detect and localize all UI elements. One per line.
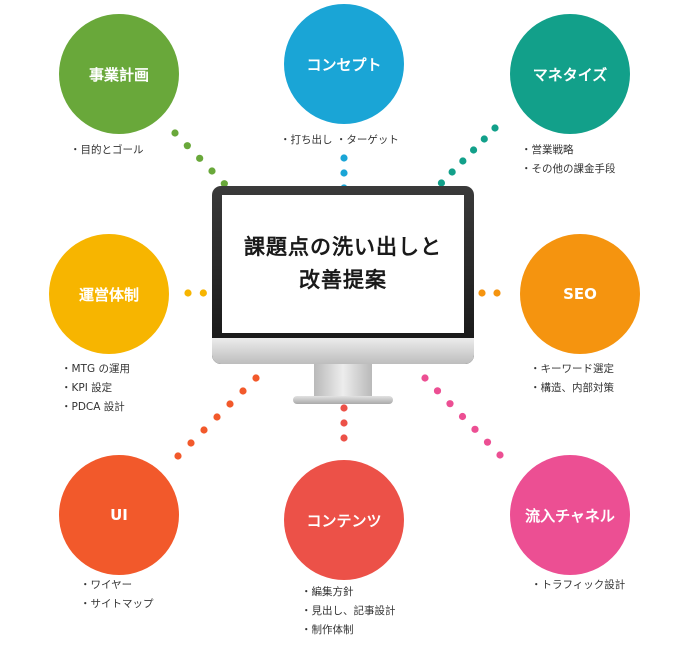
operations-note: KPI 設定 xyxy=(61,379,130,398)
node-business-plan-label: 事業計画 xyxy=(88,65,149,84)
inflow-channel-note: トラフィック設計 xyxy=(531,576,626,595)
connector-dot-monetize xyxy=(480,135,488,143)
connector-dot-ui xyxy=(252,374,260,382)
connector-dot-monetize xyxy=(469,146,478,154)
connector-dot-concept xyxy=(340,169,348,177)
connector-dot-business-plan xyxy=(220,180,228,188)
contents-notes: 編集方針 見出し、記事設計 制作体制 xyxy=(301,583,396,640)
node-business-plan: 事業計画 xyxy=(59,14,179,134)
node-monetize: マネタイズ xyxy=(510,14,630,134)
screen-title-line-1: 課題点の洗い出しと xyxy=(244,235,442,259)
connector-dot-inflow xyxy=(446,400,454,408)
node-seo: SEO xyxy=(520,234,640,354)
seo-notes: キーワード選定 構造、内部対策 xyxy=(530,360,615,398)
connector-dot-business-plan xyxy=(171,129,179,137)
connector-dot-ui xyxy=(174,452,182,460)
connector-dot-seo xyxy=(493,289,501,297)
connector-dot-business-plan xyxy=(208,167,216,175)
node-seo-label: SEO xyxy=(563,285,597,303)
connector-dot-monetize xyxy=(448,168,456,176)
ui-note: ワイヤー xyxy=(80,576,154,595)
monitor-screen: 課題点の洗い出しと 改善提案 xyxy=(222,195,464,333)
connector-dot-concept xyxy=(340,154,348,162)
node-inflow-channel-label: 流入チャネル xyxy=(525,506,615,525)
connector-dot-inflow xyxy=(471,425,479,433)
connector-dot-business-plan xyxy=(196,154,204,162)
ui-notes: ワイヤー サイトマップ xyxy=(80,576,154,614)
connector-dot-ui xyxy=(226,400,234,408)
concept-note: 打ち出し ・ターゲット xyxy=(280,131,399,150)
connector-dot-contents xyxy=(340,404,348,412)
connector-dot-monetize xyxy=(437,179,446,187)
connector-dot-monetize xyxy=(459,157,467,165)
connector-dot-operations xyxy=(199,289,207,297)
monetize-notes: 営業戦略 その他の課金手段 xyxy=(521,141,616,179)
seo-note: キーワード選定 xyxy=(530,360,615,379)
operations-note: PDCA 設計 xyxy=(61,398,130,417)
monetize-note: 営業戦略 xyxy=(521,141,616,160)
node-concept-label: コンセプト xyxy=(306,55,382,74)
connector-dot-business-plan xyxy=(183,142,191,150)
node-operations: 運営体制 xyxy=(49,234,169,354)
connector-dot-ui xyxy=(213,413,221,421)
business-plan-note: 目的とゴール xyxy=(70,141,144,160)
ui-note: サイトマップ xyxy=(80,595,154,614)
operations-notes: MTG の運用 KPI 設定 PDCA 設計 xyxy=(61,360,130,417)
connector-dot-contents xyxy=(340,419,348,427)
inflow-channel-notes: トラフィック設計 xyxy=(531,576,626,595)
contents-note: 編集方針 xyxy=(301,583,396,602)
concept-notes: 打ち出し ・ターゲット xyxy=(280,131,399,150)
connector-dot-contents xyxy=(340,434,348,442)
node-concept: コンセプト xyxy=(284,4,404,124)
seo-note: 構造、内部対策 xyxy=(530,379,615,398)
connector-dot-inflow xyxy=(421,374,429,382)
contents-note: 見出し、記事設計 xyxy=(301,602,396,621)
operations-note: MTG の運用 xyxy=(61,360,130,379)
contents-note: 制作体制 xyxy=(301,621,396,640)
monitor-stand xyxy=(314,364,372,398)
node-operations-label: 運営体制 xyxy=(78,285,139,304)
node-contents: コンテンツ xyxy=(284,460,404,580)
connector-dot-ui xyxy=(187,439,195,447)
node-contents-label: コンテンツ xyxy=(306,511,382,530)
monitor-base xyxy=(293,396,393,404)
node-monetize-label: マネタイズ xyxy=(532,65,608,84)
connector-dot-inflow xyxy=(458,412,467,421)
connector-dot-inflow xyxy=(496,451,504,459)
connector-dot-ui xyxy=(200,426,208,434)
screen-title-line-2: 改善提案 xyxy=(299,268,387,292)
connector-dot-inflow xyxy=(433,387,442,395)
node-inflow-channel: 流入チャネル xyxy=(510,455,630,575)
connector-dot-inflow xyxy=(483,438,492,446)
business-plan-notes: 目的とゴール xyxy=(70,141,144,160)
node-ui-label: UI xyxy=(110,506,128,524)
monetize-note: その他の課金手段 xyxy=(521,160,616,179)
monitor: 課題点の洗い出しと 改善提案 xyxy=(212,186,474,364)
monitor-chin xyxy=(212,338,474,364)
connector-dot-monetize xyxy=(491,124,499,132)
connector-dot-seo xyxy=(478,289,486,297)
node-ui: UI xyxy=(59,455,179,575)
connector-dot-operations xyxy=(184,289,192,297)
connector-dot-ui xyxy=(239,387,247,395)
